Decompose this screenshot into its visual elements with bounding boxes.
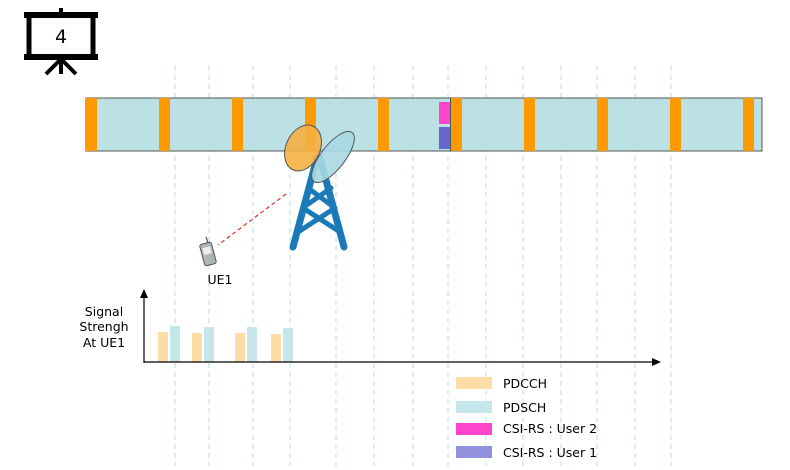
signal-x-axis-arrow	[652, 358, 661, 366]
control-region-marker	[743, 98, 754, 151]
signal-y-axis-arrow	[140, 289, 148, 298]
legend-label-pdsch: PDSCH	[503, 400, 546, 415]
control-region-marker	[86, 98, 97, 151]
signal-bar-pdcch	[271, 334, 281, 362]
control-region-marker	[232, 98, 243, 151]
control-region-markers	[86, 98, 754, 151]
signal-bar-pdsch	[247, 327, 257, 362]
signal-ylabel-line1: Signal	[85, 304, 123, 319]
legend-swatch-csi-rs-user2	[456, 423, 492, 435]
control-region-marker	[524, 98, 535, 151]
signal-ylabel-line3: At UE1	[83, 335, 125, 350]
control-region-marker	[670, 98, 681, 151]
csi-rs-user2-block	[439, 102, 450, 124]
csi-rs-user1-block	[439, 127, 450, 149]
legend-label-csi-rs-user2: CSI-RS : User 2	[503, 421, 597, 436]
control-region-marker	[305, 98, 316, 151]
projector-screen-icon	[24, 8, 98, 76]
antenna-beam-blue	[311, 130, 355, 184]
legend-label-pdcch: PDCCH	[503, 376, 547, 391]
signal-strength-chart: Signal Strengh At UE1	[79, 289, 661, 366]
legend-swatch-csi-rs-user1	[456, 446, 492, 458]
signal-bar-pdsch	[204, 327, 214, 362]
mobile-phone-icon	[199, 236, 217, 267]
slide-number: 4	[55, 26, 67, 48]
signal-bar-pdsch	[170, 326, 180, 362]
control-region-marker	[159, 98, 170, 151]
frame-bar	[85, 97, 763, 152]
control-region-marker	[597, 98, 608, 151]
legend-swatch-pdsch	[456, 401, 492, 413]
signal-ylabel-line2: Strengh	[79, 319, 128, 334]
signal-bar-pdsch	[283, 328, 293, 362]
control-region-marker	[451, 98, 462, 151]
legend: PDCCH PDSCH CSI-RS : User 2 CSI-RS : Use…	[456, 376, 597, 460]
signal-bar-pdcch	[235, 333, 245, 362]
legend-label-csi-rs-user1: CSI-RS : User 1	[503, 445, 597, 460]
control-region-marker	[378, 98, 389, 151]
antenna-beam-orange	[284, 124, 322, 172]
ue-link-line	[217, 193, 287, 246]
signal-bar-pdcch	[192, 333, 202, 362]
legend-swatch-pdcch	[456, 377, 492, 389]
signal-bar-pdcch	[158, 332, 168, 362]
ue-label: UE1	[208, 272, 233, 287]
